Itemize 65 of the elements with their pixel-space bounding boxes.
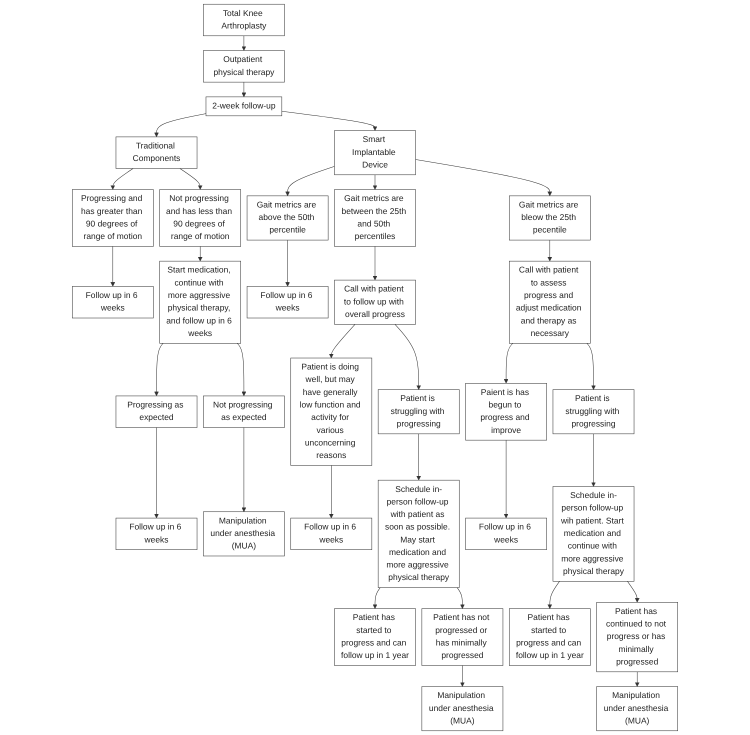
arrow <box>372 246 378 280</box>
node-box: Manipulation under anesthesia (MUA) <box>422 686 504 732</box>
node-box: Follow up in 6 weeks <box>72 286 154 318</box>
arrow <box>372 587 381 609</box>
arrow <box>394 324 422 390</box>
node-box: Manipulation under anesthesia (MUA) <box>596 686 678 732</box>
node-box: Schedule in-person follow-up wih patient. Start medication and continue with more aggressive physical therapy <box>552 486 634 582</box>
arrow <box>328 465 334 518</box>
node-box: Traditional Components <box>116 136 198 169</box>
arrow <box>236 343 246 396</box>
node-box: Manipulation under anesthesia (MUA) <box>203 512 285 556</box>
node-box: Patient is doing well, but may have generally low function and activity for various unconcerning reasons <box>290 358 372 466</box>
arrow <box>547 240 552 262</box>
node-box: Paient is has begun to progress and improve <box>465 383 547 440</box>
node-box: Progressing and has greater than 90 degrees of range of motion <box>72 189 154 247</box>
node-box: Schedule in-person follow-up with patient as soon as possible. May start medication and more aggressive physical therapy <box>378 480 460 588</box>
node-box: Call with patient to follow up with overall progress <box>334 280 416 325</box>
arrow <box>460 665 465 687</box>
node-box: Smart Implantable Device <box>334 130 416 176</box>
node-box: Follow up in 6 weeks <box>465 518 547 550</box>
node-box: Not progressing and has less than 90 degrees of range of motion <box>159 189 241 247</box>
arrow <box>456 587 465 609</box>
node-box: Gait metrics are above the 50th percentile <box>246 196 328 240</box>
arrow <box>154 343 164 396</box>
node-box: Patient has continued to not progress or has minimally progressed <box>596 602 678 672</box>
node-box: Patient has started to progress and can follow up in 1 year <box>334 608 416 666</box>
arrow <box>242 82 246 98</box>
node-box: Follow up in 6 weeks <box>246 286 328 318</box>
arrow <box>372 174 378 190</box>
node-box: Patient is struggling with progressing <box>552 389 634 434</box>
node-box: Follow up in 6 weeks <box>116 518 198 550</box>
arrow <box>415 159 552 196</box>
arrow <box>504 343 514 384</box>
node-box: Call with patient to assess progress and adjust medication and therapy as necessary <box>509 260 591 344</box>
node-box: Gait metrics are bleow the 25th pecentile <box>509 196 591 240</box>
arrow <box>154 113 206 138</box>
node-box: Outpatient physical therapy <box>203 50 285 82</box>
node-box: Gait metrics are between the 25th and 50th percentiles <box>334 189 416 247</box>
arrow <box>198 246 203 262</box>
arrow <box>282 110 378 131</box>
arrow <box>627 581 640 603</box>
arrow <box>416 434 422 480</box>
arrow <box>634 672 640 687</box>
arrow <box>242 427 246 512</box>
node-box: Start medication, continue with more aggressive physical therapy, and follow up in 6 weeks <box>159 260 241 344</box>
node-box: Total Knee Arthroplasty <box>203 4 285 36</box>
node-box: Patient has not progressed or has minimally progressed <box>422 608 504 666</box>
arrow <box>504 440 508 518</box>
node-box: Not progressing as expected <box>203 396 285 428</box>
node-box: 2-week follow-up <box>206 96 282 116</box>
arrow <box>242 36 246 51</box>
arrow <box>154 427 159 518</box>
arrow <box>547 581 560 609</box>
arrow <box>285 240 290 287</box>
node-box: Patient has started to progress and can follow up in 1 year <box>509 608 591 666</box>
arrow <box>110 246 116 287</box>
arrow <box>586 343 596 390</box>
node-box: Progressing as expected <box>116 396 198 428</box>
arrow <box>180 168 203 190</box>
node-box: Follow up in 6 weeks <box>290 518 372 550</box>
arrow <box>591 434 596 487</box>
arrow <box>110 168 134 190</box>
node-box: Patient is struggling with progressing <box>378 389 460 434</box>
arrow <box>285 166 335 196</box>
arrow <box>328 324 356 358</box>
